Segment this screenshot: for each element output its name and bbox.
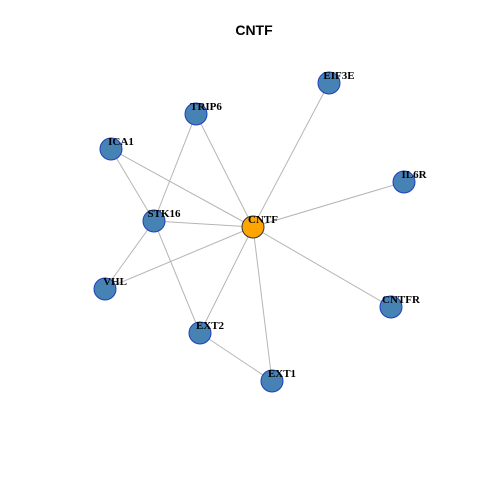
node-eif3e: EIF3E xyxy=(317,70,355,95)
node-circle-cntf xyxy=(241,215,265,239)
node-label-stk16: STK16 xyxy=(147,208,181,220)
node-label-ica1: ICA1 xyxy=(108,136,134,148)
edge-cntf-ica1 xyxy=(110,148,254,228)
edge-cntf-ext2 xyxy=(199,226,254,334)
node-circle-ica1 xyxy=(99,137,123,161)
node-label-cntf: CNTF xyxy=(248,214,278,226)
node-circle-ext2 xyxy=(188,321,212,345)
node-circle-vhl xyxy=(93,277,117,301)
node-ica1: ICA1 xyxy=(99,136,134,161)
edge-stk16-ext2 xyxy=(153,220,201,334)
node-cntfr: CNTFR xyxy=(379,294,421,319)
node-trip6: TRIP6 xyxy=(184,101,222,126)
node-circle-stk16 xyxy=(142,209,166,233)
node-circle-il6r xyxy=(392,170,416,194)
edge-ext2-ext1 xyxy=(199,332,273,382)
node-label-il6r: IL6R xyxy=(401,169,427,181)
node-circle-cntfr xyxy=(379,295,403,319)
edge-cntf-stk16 xyxy=(153,220,254,228)
node-label-ext2: EXT2 xyxy=(196,320,225,332)
node-ext2: EXT2 xyxy=(188,320,225,345)
node-label-cntfr: CNTFR xyxy=(382,294,421,306)
edge-cntf-eif3e xyxy=(252,82,330,228)
diagram-title: CNTF xyxy=(235,22,273,38)
edge-cntf-il6r xyxy=(252,181,405,228)
node-vhl: VHL xyxy=(93,276,127,301)
node-circle-trip6 xyxy=(184,102,208,126)
edge-cntf-cntfr xyxy=(252,226,392,308)
edge-cntf-vhl xyxy=(104,226,254,290)
edge-stk16-ica1 xyxy=(110,148,155,222)
node-cntf: CNTF xyxy=(241,214,278,239)
node-label-vhl: VHL xyxy=(103,276,127,288)
node-label-trip6: TRIP6 xyxy=(190,101,222,113)
node-circle-ext1 xyxy=(260,369,284,393)
node-ext1: EXT1 xyxy=(260,368,296,393)
node-label-eif3e: EIF3E xyxy=(323,70,354,82)
edge-stk16-vhl xyxy=(104,220,155,290)
node-label-ext1: EXT1 xyxy=(268,368,296,380)
edges-layer xyxy=(104,82,405,382)
node-circle-eif3e xyxy=(317,71,341,95)
edge-cntf-trip6 xyxy=(195,113,254,228)
edge-stk16-trip6 xyxy=(153,113,197,222)
edge-cntf-ext1 xyxy=(252,226,273,382)
node-stk16: STK16 xyxy=(142,208,181,233)
node-il6r: IL6R xyxy=(392,169,428,194)
